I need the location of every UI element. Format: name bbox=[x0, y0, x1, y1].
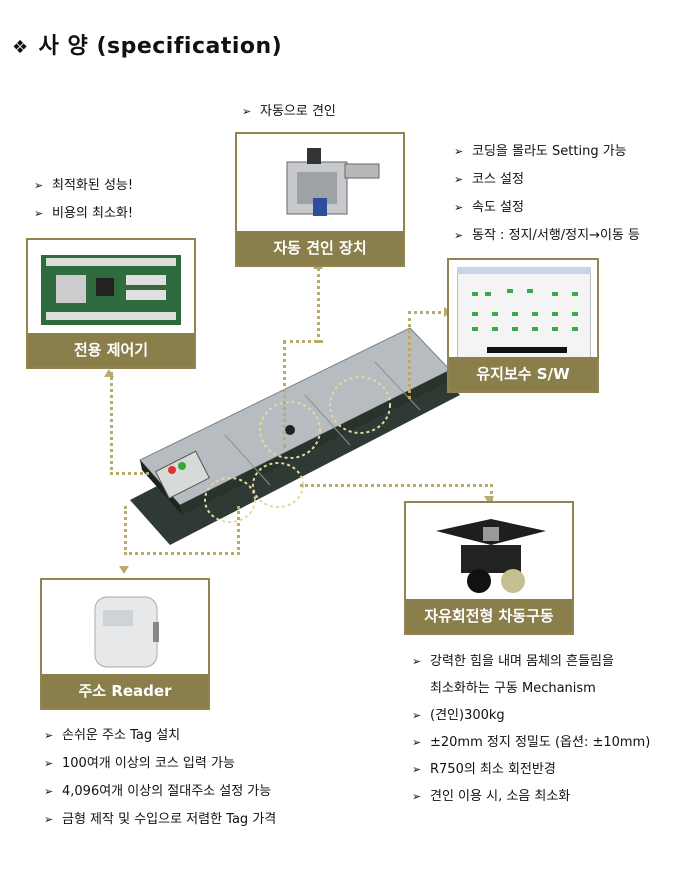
arrow-bullet-icon: ➢ bbox=[454, 229, 464, 242]
list-item: ➢비용의 최소화! bbox=[34, 200, 133, 228]
drive-notes: ➢강력한 힘을 내며 몸체의 흔들림을 최소화하는 구동 Mechanism ➢… bbox=[412, 648, 650, 810]
connector-software bbox=[408, 311, 447, 399]
arrow-bullet-icon: ➢ bbox=[412, 790, 422, 803]
list-item: ➢100여개 이상의 코스 입력 가능 bbox=[44, 750, 276, 778]
software-notes: ➢코딩을 몰라도 Setting 가능 ➢코스 설정 ➢속도 설정 ➢동작 : … bbox=[454, 138, 640, 250]
connector-towing-a bbox=[283, 340, 323, 448]
software-card: 유지보수 S/W bbox=[447, 258, 599, 393]
reader-card: 주소 Reader bbox=[40, 578, 210, 710]
reader-label: 주소 Reader bbox=[42, 674, 208, 708]
arrow-bullet-icon: ➢ bbox=[412, 763, 422, 776]
arrow-bullet-icon: ➢ bbox=[34, 207, 44, 220]
list-item: ➢금형 제작 및 수입으로 저렴한 Tag 가격 bbox=[44, 806, 276, 834]
list-item: ➢R750의 최소 회전반경 bbox=[412, 756, 650, 783]
arrowhead-icon bbox=[484, 496, 494, 509]
software-label: 유지보수 S/W bbox=[449, 357, 597, 391]
controller-label: 전용 제어기 bbox=[28, 333, 194, 367]
list-item: ➢견인 이용 시, 소음 최소화 bbox=[412, 783, 650, 810]
arrow-bullet-icon: ➢ bbox=[412, 655, 422, 668]
agv-body-illustration bbox=[130, 327, 460, 545]
list-item: ➢손쉬운 주소 Tag 설치 bbox=[44, 722, 276, 750]
arrow-bullet-icon: ➢ bbox=[44, 757, 54, 770]
arrow-bullet-icon: ➢ bbox=[412, 736, 422, 749]
arrow-bullet-icon: ➢ bbox=[454, 201, 464, 214]
connector-towing-b bbox=[317, 268, 320, 343]
list-item: ➢4,096여개 이상의 절대주소 설정 가능 bbox=[44, 778, 276, 806]
list-item: ➢최적화된 성능! bbox=[34, 172, 133, 200]
controller-notes: ➢최적화된 성능! ➢비용의 최소화! bbox=[34, 172, 133, 228]
arrow-bullet-icon: ➢ bbox=[454, 173, 464, 186]
arrow-bullet-icon: ➢ bbox=[242, 105, 252, 118]
list-item: ➢속도 설정 bbox=[454, 194, 640, 222]
arrowhead-icon bbox=[104, 364, 114, 377]
list-item: ➢(견인)300kg bbox=[412, 702, 650, 729]
arrow-bullet-icon: ➢ bbox=[34, 179, 44, 192]
arrow-bullet-icon: ➢ bbox=[44, 813, 54, 826]
list-item: ➢동작 : 정지/서행/정지→이동 등 bbox=[454, 222, 640, 250]
connector-controller bbox=[110, 372, 149, 475]
towing-label: 자동 견인 장치 bbox=[237, 231, 403, 265]
arrow-bullet-icon: ➢ bbox=[44, 785, 54, 798]
page-title: ❖ 사 양 (specification) bbox=[12, 28, 282, 60]
list-item: ➢코딩을 몰라도 Setting 가능 bbox=[454, 138, 640, 166]
drive-label: 자유회전형 차동구동 bbox=[406, 599, 572, 633]
software-screenshot-image bbox=[457, 267, 591, 359]
list-item: 최소화하는 구동 Mechanism bbox=[430, 681, 596, 696]
arrow-bullet-icon: ➢ bbox=[454, 145, 464, 158]
arrowhead-icon bbox=[119, 566, 129, 579]
towing-device-image bbox=[286, 148, 380, 216]
reader-notes: ➢손쉬운 주소 Tag 설치 ➢100여개 이상의 코스 입력 가능 ➢4,09… bbox=[44, 722, 276, 834]
towing-card: 자동 견인 장치 bbox=[235, 132, 405, 267]
list-item: ➢강력한 힘을 내며 몸체의 흔들림을 bbox=[412, 648, 650, 675]
arrow-bullet-icon: ➢ bbox=[412, 709, 422, 722]
connector-drive bbox=[300, 484, 493, 501]
list-item: ➢±20mm 정지 정밀도 (옵션: ±10mm) bbox=[412, 729, 650, 756]
controller-board-image bbox=[41, 255, 181, 325]
connector-reader bbox=[124, 506, 240, 555]
arrow-bullet-icon: ➢ bbox=[44, 729, 54, 742]
controller-card: 전용 제어기 bbox=[26, 238, 196, 369]
list-item: ➢코스 설정 bbox=[454, 166, 640, 194]
drive-unit-image bbox=[436, 519, 546, 593]
diamond-bullet-icon: ❖ bbox=[12, 37, 29, 58]
drive-card: 자유회전형 차동구동 bbox=[404, 501, 574, 635]
tag-reader-image bbox=[94, 596, 159, 668]
towing-notes: ➢자동으로 견인 bbox=[242, 98, 336, 126]
list-item: ➢자동으로 견인 bbox=[242, 98, 336, 126]
page-title-text: 사 양 (specification) bbox=[38, 34, 283, 59]
